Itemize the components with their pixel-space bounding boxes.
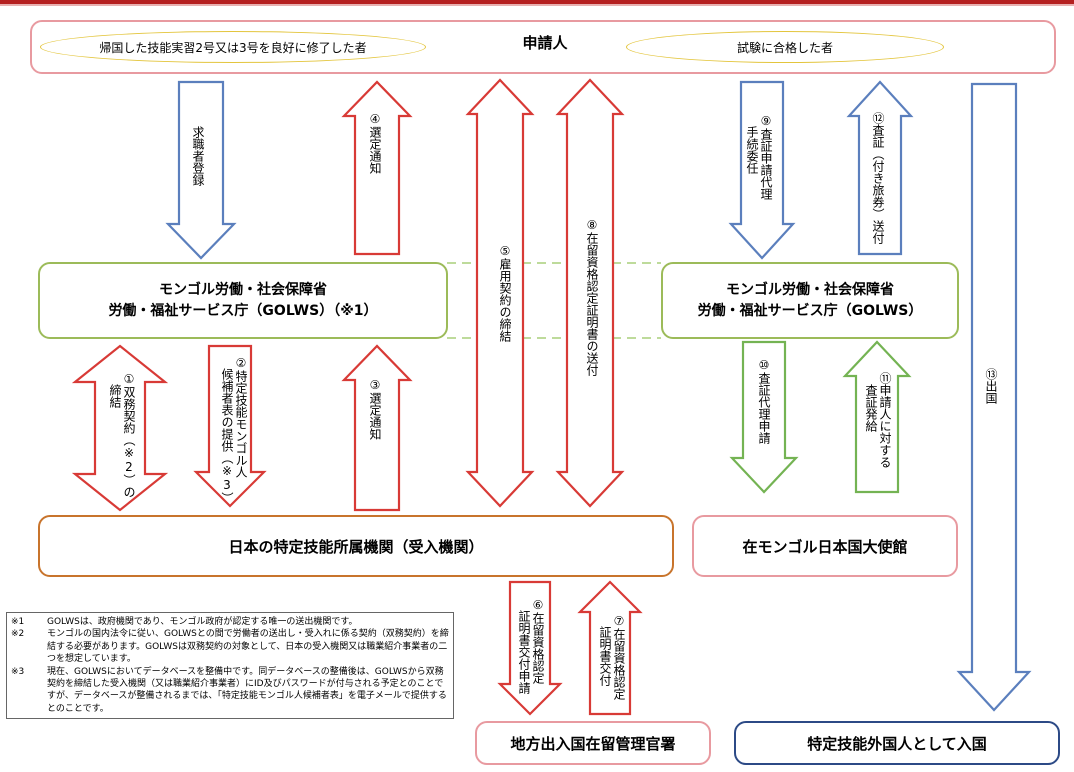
label-step-7: ⑦在留資格認定 証明書交付	[598, 614, 626, 700]
label-step-13: ⑬出国	[984, 368, 998, 404]
receiving-org-label: 日本の特定技能所属機関（受入機関）	[228, 537, 484, 556]
label-step-2: ②特定技能モンゴル人 候補者表の提供（※3）	[220, 356, 248, 504]
embassy-box: 在モンゴル日本国大使館	[692, 515, 958, 577]
arrow-step-8	[555, 78, 625, 508]
label-job-registration: 求職者登録	[191, 126, 205, 186]
oval-trainee-text: 帰国した技能実習2号又は3号を良好に修了した者	[99, 40, 367, 55]
header-bar-shadow	[0, 4, 1074, 6]
golws-left-box: モンゴル労働・社会保障省 労働・福祉サービス庁（GOLWS）（※1）	[38, 262, 448, 339]
footnote-1: ※1 GOLWSは、政府機関であり、モンゴル政府が認定する唯一の送出機関です。	[11, 616, 449, 628]
footnote-2-text: モンゴルの国内法令に従い、GOLWSとの間で労働者の送出し・受入れに係る契約（双…	[47, 629, 449, 665]
label-step-6: ⑥在留資格認定 証明書交付申請	[517, 598, 545, 694]
footnote-1-mark: ※1	[11, 617, 25, 627]
label-step-11: ⑪申請人に対する 査証発給	[864, 372, 892, 468]
label-step-10: ⑩査証代理申請	[757, 358, 771, 444]
immigration-box: 地方出入国在留管理官署	[475, 721, 711, 765]
arrow-step-13	[956, 82, 1032, 712]
arrow-step-4	[341, 80, 413, 256]
label-step-9: ⑨査証申請代理 手続委任	[745, 114, 773, 200]
footnote-3-text: 現在、GOLWSにおいてデータベースを整備中です。同データベースの整備後は、GO…	[47, 666, 447, 714]
footnote-2: ※2 モンゴルの国内法令に従い、GOLWSとの間で労働者の送出し・受入れに係る契約…	[11, 628, 449, 665]
applicant-title: 申請人	[522, 34, 568, 52]
label-step-5: ⑤雇用契約の締結	[498, 244, 512, 342]
footnote-2-mark: ※2	[11, 629, 25, 640]
golws-left-line1: モンゴル労働・社会保障省	[159, 281, 327, 298]
label-step-12: ⑫査証（付き旅券）送付	[871, 112, 885, 244]
header-bar	[0, 0, 1074, 4]
golws-right-line1: モンゴル労働・社会保障省	[726, 281, 894, 298]
receiving-org-box: 日本の特定技能所属機関（受入機関）	[38, 515, 674, 577]
label-step-3: ③選定通知	[368, 378, 382, 440]
label-step-1: ①双務契約（※2）の 締結	[108, 372, 136, 498]
label-step-8: ⑧在留資格認定証明書の送付	[585, 218, 599, 376]
arrow-step-11	[842, 340, 912, 494]
oval-trainee-graduates: 帰国した技能実習2号又は3号を良好に修了した者	[40, 31, 426, 63]
label-step-4: ④選定通知	[368, 112, 382, 174]
footnotes-box: ※1 GOLWSは、政府機関であり、モンゴル政府が認定する唯一の送出機関です。 ※…	[6, 612, 454, 720]
immigration-label: 地方出入国在留管理官署	[510, 734, 676, 753]
footnote-1-text: GOLWSは、政府機関であり、モンゴル政府が認定する唯一の送出機関です。	[47, 617, 358, 627]
golws-left-line2: 労働・福祉サービス庁（GOLWS）（※1）	[108, 302, 378, 319]
oval-test-passers: 試験に合格した者	[626, 31, 944, 63]
golws-right-line2: 労働・福祉サービス庁（GOLWS）	[697, 302, 923, 319]
footnote-3-mark: ※3	[11, 666, 25, 677]
arrow-step-3	[341, 344, 413, 512]
arrow-step-12	[846, 80, 914, 256]
golws-right-box: モンゴル労働・社会保障省 労働・福祉サービス庁（GOLWS）	[661, 262, 959, 339]
arrow-step-10	[729, 340, 799, 494]
arrow-step-5	[465, 78, 535, 508]
arrow-step-6	[497, 580, 563, 716]
arrow-job-registration	[165, 80, 237, 260]
arrow-step-7	[577, 580, 643, 716]
embassy-label: 在モンゴル日本国大使館	[742, 537, 908, 556]
arrow-step-2	[193, 344, 267, 508]
arrow-step-1	[71, 344, 169, 512]
oval-test-text: 試験に合格した者	[736, 40, 833, 55]
footnote-3: ※3 現在、GOLWSにおいてデータベースを整備中です。同データベースの整備後は、…	[11, 666, 449, 716]
entry-label: 特定技能外国人として入国	[807, 734, 987, 753]
entry-box: 特定技能外国人として入国	[734, 721, 1060, 765]
arrow-step-9	[728, 80, 796, 260]
